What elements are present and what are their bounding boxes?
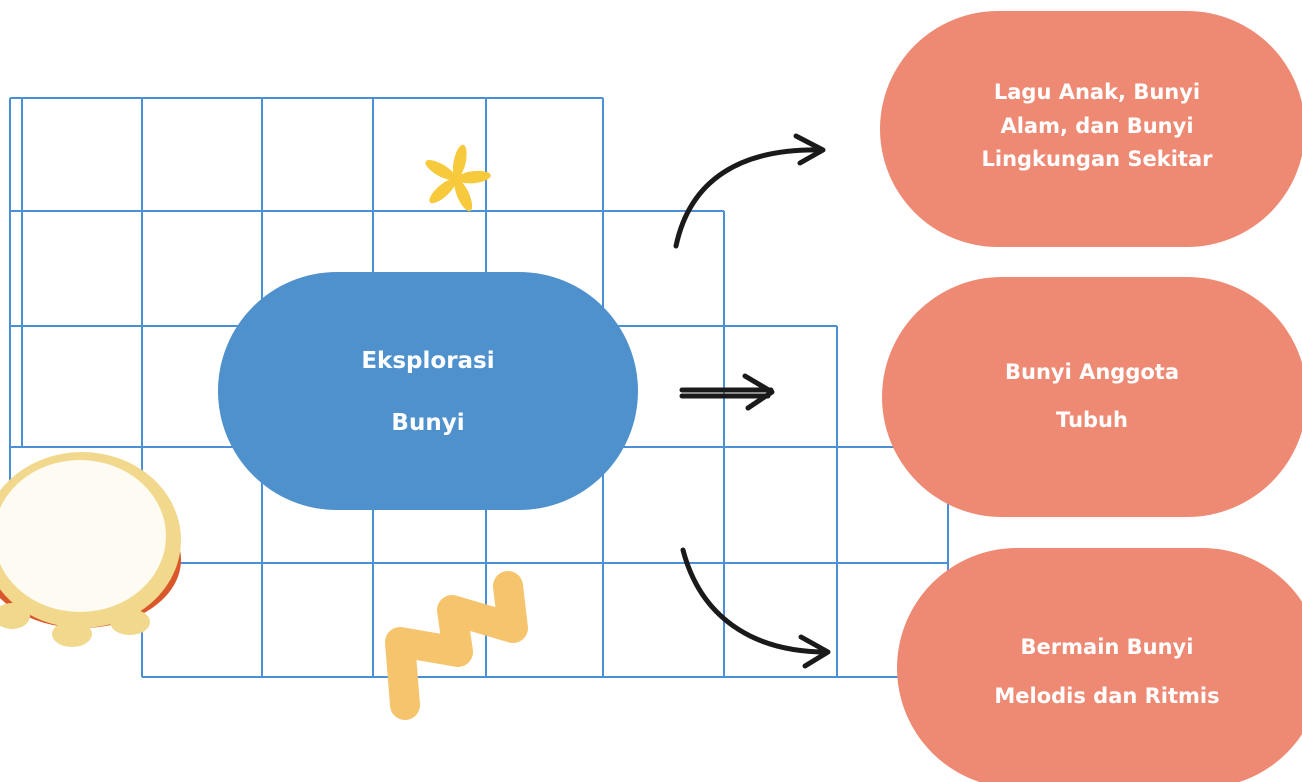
branch-node-3-line-2: Melodis dan Ritmis bbox=[994, 684, 1219, 708]
center-node-shape bbox=[218, 272, 638, 510]
arrow-to-branch-3 bbox=[680, 547, 831, 669]
arrow-to-branch-1 bbox=[673, 133, 826, 249]
branch-node-2-shape bbox=[882, 277, 1302, 517]
branch-node-2: Bunyi Anggota Tubuh bbox=[882, 277, 1302, 517]
branch-node-3-line-1: Bermain Bunyi bbox=[1021, 635, 1194, 659]
arrows bbox=[673, 133, 831, 669]
branch-node-2-line-2: Tubuh bbox=[1056, 408, 1128, 432]
branch-node-3: Bermain Bunyi Melodis dan Ritmis bbox=[897, 548, 1302, 782]
branch-node-1-line-2: Alam, dan Bunyi bbox=[1000, 114, 1193, 138]
zigzag-icon bbox=[385, 571, 528, 720]
tambourine-icon bbox=[0, 452, 181, 647]
branch-node-1-shape bbox=[880, 11, 1302, 247]
branch-node-1: Lagu Anak, Bunyi Alam, dan Bunyi Lingkun… bbox=[880, 11, 1302, 247]
center-node-line-2: Bunyi bbox=[391, 410, 464, 436]
branch-node-1-line-1: Lagu Anak, Bunyi bbox=[994, 80, 1200, 104]
center-node-line-1: Eksplorasi bbox=[361, 348, 494, 374]
branch-node-3-shape bbox=[897, 548, 1302, 782]
center-node: Eksplorasi Bunyi bbox=[218, 272, 638, 510]
background-grid bbox=[9, 97, 949, 678]
asterisk-sparkle-icon bbox=[425, 144, 491, 212]
branch-node-1-line-3: Lingkungan Sekitar bbox=[982, 147, 1214, 171]
arrow-to-branch-2 bbox=[679, 373, 775, 411]
branch-node-2-line-1: Bunyi Anggota bbox=[1005, 360, 1179, 384]
